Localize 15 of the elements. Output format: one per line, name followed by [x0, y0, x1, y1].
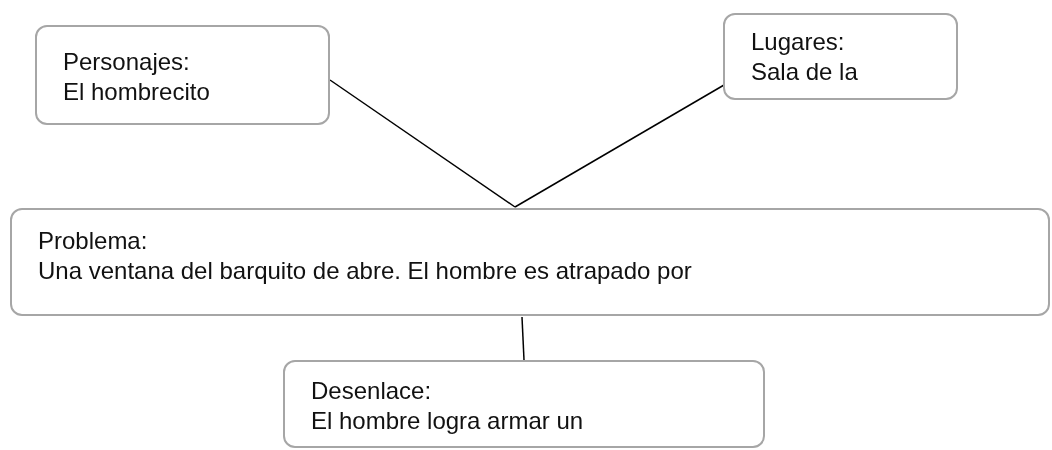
box-heading: Lugares: [751, 27, 846, 57]
box-heading: Desenlace: [311, 376, 433, 406]
box-text: Una ventana del barquito de abre. El hombre es atrapado por [38, 256, 693, 286]
box-heading: Personajes: [63, 47, 191, 77]
box-text: El hombre logra armar un [311, 406, 585, 436]
box-text: El hombrecito [63, 77, 211, 107]
connector-line [329, 79, 516, 208]
text-box [723, 13, 958, 100]
box-text: Sala de la [751, 57, 859, 87]
text-box [10, 208, 1050, 316]
text-box [283, 360, 765, 448]
connector-line [514, 84, 725, 208]
text-box [35, 25, 330, 125]
connector-line [521, 316, 525, 361]
box-heading: Problema: [38, 226, 149, 256]
